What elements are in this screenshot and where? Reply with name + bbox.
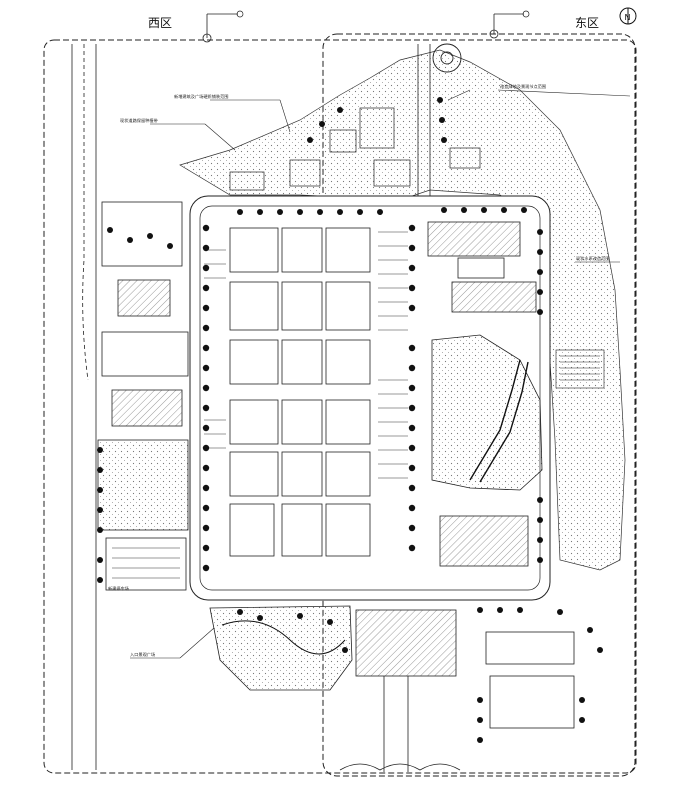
west-parking-stripes (112, 547, 180, 579)
building-grid (229, 227, 371, 557)
south-plaza (355, 609, 457, 677)
north-symbol: N (625, 13, 631, 22)
grid-marker-icon (489, 10, 530, 39)
east-stairs (555, 349, 605, 389)
central-park (431, 334, 543, 491)
south-road (383, 676, 409, 772)
east-zone-label: 东区 (575, 16, 599, 30)
roundabout-icon (432, 43, 462, 73)
park-stair (469, 359, 529, 483)
leader-lines (130, 89, 631, 659)
leader-label-1: 现状道路保留种植带 (120, 117, 158, 124)
north-landscape-band (179, 49, 626, 571)
north-cluster (229, 107, 481, 191)
leader-label-4: 现状水系改造范围 (576, 255, 610, 262)
east-buildings (427, 221, 575, 729)
north-arrow-icon: N (619, 7, 637, 25)
west-road (71, 44, 97, 770)
leader-label-2: 新增建筑及广场硬质铺装范围 (174, 93, 228, 100)
north-access-road (417, 44, 431, 196)
south-road-end (339, 763, 461, 771)
garden-path (221, 620, 346, 655)
south-garden (209, 605, 353, 691)
ring-road-inner (199, 205, 541, 591)
leader-label-6: 入口景观广场 (130, 651, 155, 658)
parking-stripes (204, 231, 408, 479)
leader-label-3: 改造绿地及景观节点范围 (500, 83, 546, 90)
leader-label-5: 新建停车场 (108, 585, 129, 592)
grid-marker-icon (202, 10, 244, 43)
west-zone-label: 西区 (148, 16, 172, 30)
tree-row (97, 97, 603, 743)
site-boundary-west (43, 39, 637, 774)
west-buildings (97, 201, 189, 591)
